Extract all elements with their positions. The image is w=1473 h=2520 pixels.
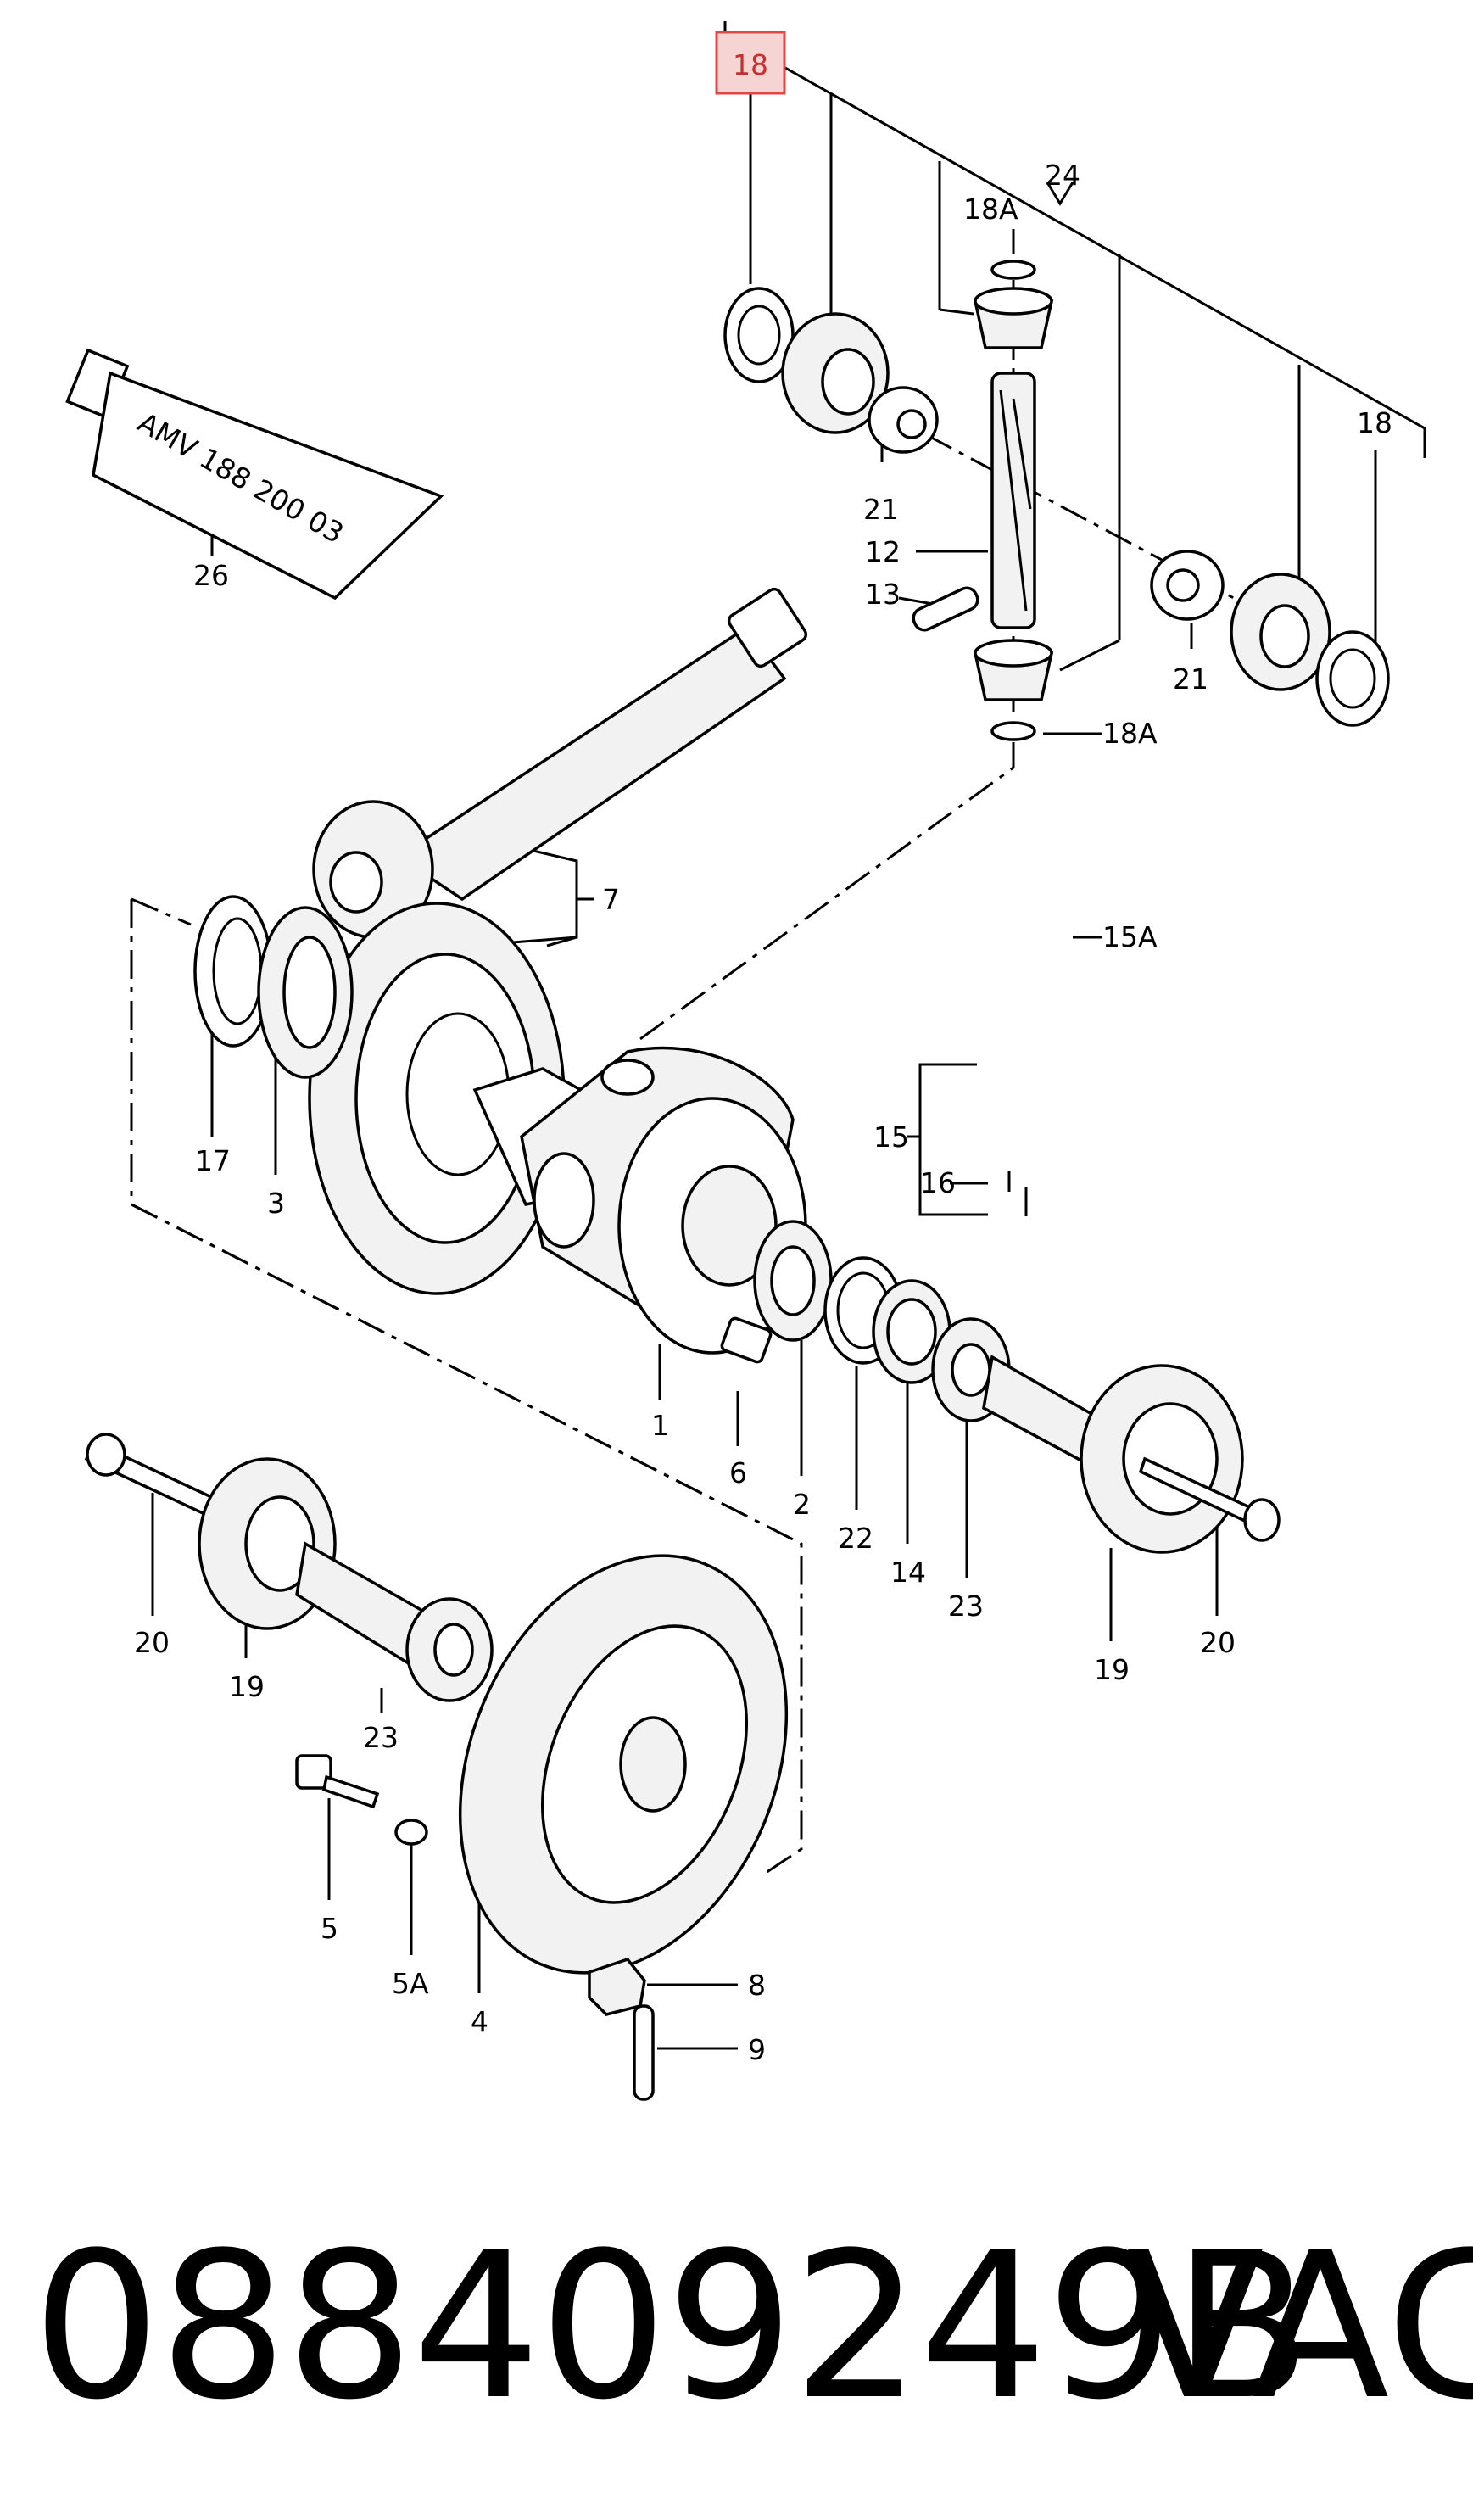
pin-13	[912, 586, 979, 632]
differential-small-parts	[723, 260, 1390, 741]
callout-2: 2	[793, 1488, 811, 1521]
flange-shaft-left-19-20-23	[84, 1433, 494, 1702]
callout-16: 16	[920, 1166, 956, 1199]
callout-14: 14	[890, 1556, 926, 1589]
callout-18a-top: 18A	[963, 193, 1018, 226]
part-number: 088409249B	[32, 2210, 1311, 2445]
callout-17: 17	[195, 1144, 231, 1177]
callout-7: 7	[602, 883, 620, 916]
bolt-5	[295, 1754, 332, 1790]
assembly-bracket-lines	[151, 21, 1426, 2050]
washer-18a-bottom	[990, 721, 1036, 741]
callout-21-right: 21	[1173, 662, 1208, 696]
flange-shaft-right-19-20	[982, 1355, 1281, 1554]
callout-15a: 15A	[1102, 920, 1158, 953]
washer-18a-top	[990, 260, 1036, 280]
bolt-6	[720, 1316, 773, 1364]
differential-housing-part-1	[472, 1046, 807, 1364]
callout-labels: 18 24 18A 18 21 12 13 21 18A 26 7 15A 15…	[134, 48, 1392, 2066]
exploded-parts-diagram: AMV 188 200 03	[65, 21, 1426, 2101]
bearings-and-seals-2-22-14-23	[753, 1220, 1011, 1422]
callout-15: 15	[873, 1120, 909, 1154]
small-parts-8-9	[588, 1957, 655, 2101]
drive-pinion-and-ring-gear-part-7	[308, 587, 808, 1295]
callout-18a-mid: 18A	[1102, 717, 1158, 750]
callout-4: 4	[471, 2005, 488, 2038]
callout-3: 3	[267, 1187, 285, 1220]
callout-5a: 5A	[392, 1967, 429, 2000]
thrust-washer-left	[723, 287, 795, 383]
callout-22: 22	[838, 1522, 873, 1555]
highlight-box-18	[715, 31, 786, 95]
callout-13: 13	[865, 578, 901, 611]
callout-6: 6	[729, 1456, 747, 1489]
seal-and-bearing-17-3	[193, 895, 354, 1079]
thrust-washer-right	[1315, 630, 1390, 727]
callout-20-right: 20	[1200, 1626, 1236, 1659]
callout-19-right: 19	[1094, 1653, 1130, 1686]
callout-20-left: 20	[134, 1626, 170, 1659]
pin-9	[633, 2004, 655, 2101]
callout-1: 1	[651, 1409, 669, 1442]
callout-5: 5	[321, 1912, 338, 1945]
callout-23-right: 23	[948, 1590, 984, 1623]
callout-26: 26	[193, 559, 229, 592]
callout-19-left: 19	[229, 1670, 265, 1703]
callout-9: 9	[748, 2033, 766, 2066]
callout-8: 8	[748, 1969, 766, 2002]
sealant-tube-part-26: AMV 188 200 03	[65, 348, 444, 601]
washer-5a	[394, 1819, 428, 1846]
callout-21-left: 21	[863, 493, 899, 526]
callout-18-highlight: 18	[733, 48, 768, 81]
callout-18-right: 18	[1357, 406, 1392, 439]
cover-and-bolt-4-5-5a	[295, 1554, 789, 1975]
callout-23-left: 23	[363, 1721, 399, 1754]
callout-24: 24	[1045, 159, 1080, 192]
callout-12: 12	[865, 535, 901, 568]
brand-name: VAG	[1126, 2210, 1473, 2445]
